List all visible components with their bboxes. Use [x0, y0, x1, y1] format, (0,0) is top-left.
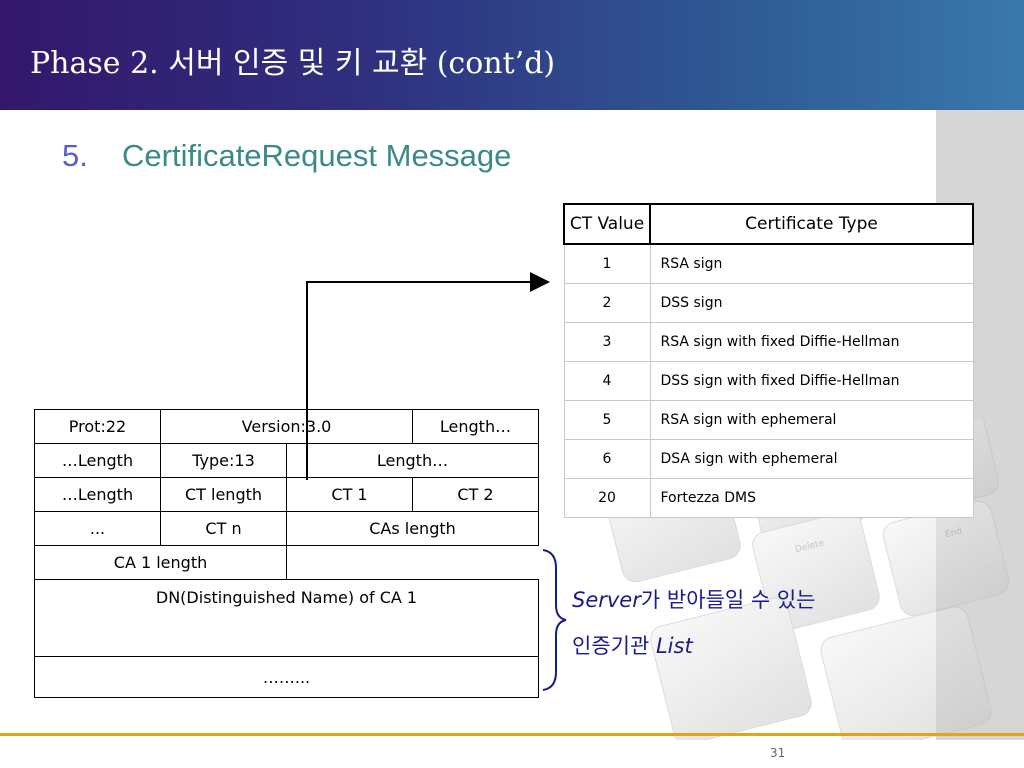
certificate-type-cell: RSA sign: [649, 243, 974, 284]
note-emphasis: List: [655, 634, 693, 658]
section-heading-text: CertificateRequest Message: [122, 138, 512, 173]
ct-value-cell: 2: [563, 283, 651, 323]
ca1-length-field: CA 1 length: [34, 545, 287, 580]
note-line-1: Server가 받아들일 수 있는: [572, 584, 815, 614]
ct-value-cell: 20: [563, 478, 651, 518]
certificate-type-cell: DSS sign: [649, 283, 974, 323]
message-row: …Length CT length CT 1 CT 2: [34, 477, 539, 512]
version-field: Version:3.0: [160, 409, 413, 444]
message-row: CA 1 length: [34, 545, 539, 580]
certificate-type-cell: Fortezza DMS: [649, 478, 974, 518]
note-emphasis: Server: [572, 588, 641, 612]
message-format-table: Prot:22 Version:3.0 Length… …Length Type…: [34, 409, 539, 698]
section-number: 5.: [62, 138, 88, 173]
column-header-ct-value: CT Value: [563, 203, 651, 245]
certificate-type-cell: DSS sign with fixed Diffie-Hellman: [649, 361, 974, 401]
note-text: 가 받아들일 수 있는: [640, 588, 816, 612]
curly-brace: [542, 549, 567, 691]
message-row: ... CT n CAs length: [34, 511, 539, 546]
message-row: ……...: [34, 656, 539, 698]
empty-field: [286, 545, 539, 580]
cas-length-field: CAs length: [286, 511, 539, 546]
certificate-type-cell: RSA sign with ephemeral: [649, 400, 974, 440]
message-row: Prot:22 Version:3.0 Length…: [34, 409, 539, 444]
length-cont-field: …Length: [34, 443, 161, 478]
length-field: Length…: [412, 409, 539, 444]
ct-value-cell: 5: [563, 400, 651, 440]
note-text: 인증기관: [572, 634, 656, 658]
message-row: …Length Type:13 Length…: [34, 443, 539, 478]
footer-divider: [0, 733, 1024, 736]
length-cont-field: …Length: [34, 477, 161, 512]
column-header-certificate-type: Certificate Type: [649, 203, 974, 245]
ct1-field: CT 1: [286, 477, 413, 512]
type-field: Type:13: [160, 443, 287, 478]
ellipsis-field: ...: [34, 511, 161, 546]
page-number: 31: [770, 746, 786, 760]
continuation-field: ……...: [34, 656, 539, 698]
message-row: DN(Distinguished Name) of CA 1: [34, 579, 539, 657]
prot-field: Prot:22: [34, 409, 161, 444]
dn-field: DN(Distinguished Name) of CA 1: [34, 579, 539, 657]
note-line-2: 인증기관 List: [572, 630, 693, 660]
section-heading: 5. CertificateRequest Message: [62, 138, 511, 174]
ct-value-cell: 4: [563, 361, 651, 401]
arrow-path: [306, 272, 550, 480]
title-bar: Phase 2. 서버 인증 및 키 교환 (cont’d): [0, 0, 1024, 110]
certificate-type-cell: RSA sign with fixed Diffie-Hellman: [649, 322, 974, 362]
length-field: Length…: [286, 443, 539, 478]
table-header-row: CT Value Certificate Type: [563, 203, 974, 245]
slide-title: Phase 2. 서버 인증 및 키 교환 (cont’d): [30, 46, 556, 81]
